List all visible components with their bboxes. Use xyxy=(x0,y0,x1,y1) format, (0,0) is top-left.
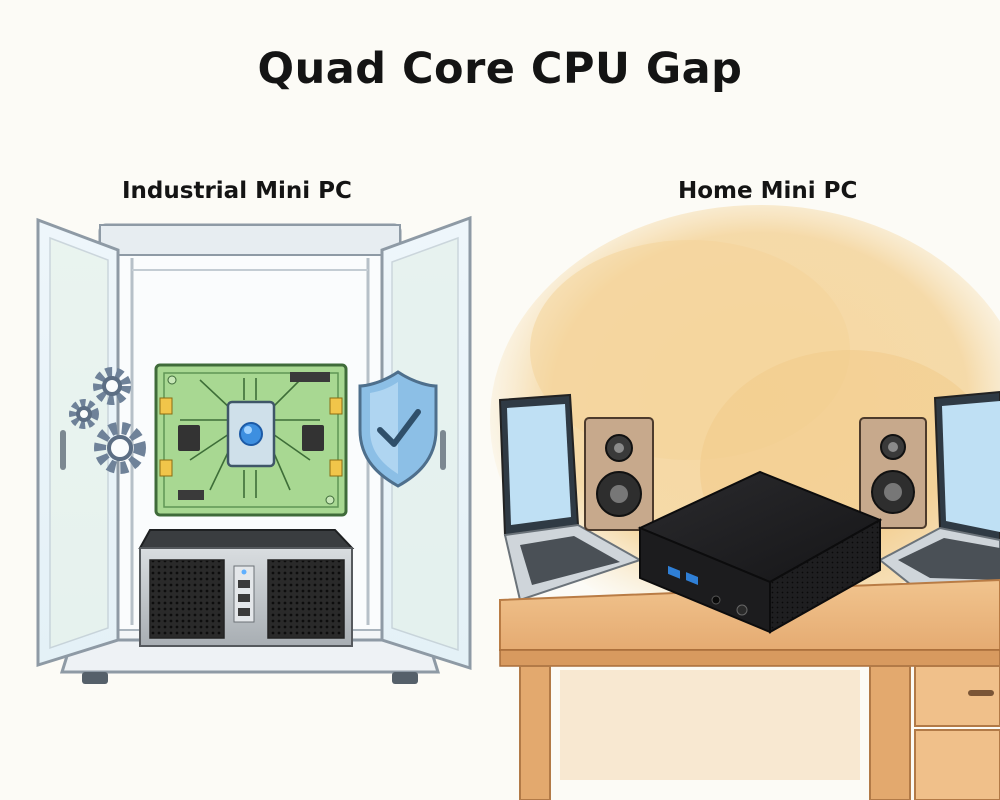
gear-icon xyxy=(69,367,146,474)
shield-check-icon xyxy=(358,370,438,488)
industrial-mini-pc-label: Industrial Mini PC xyxy=(122,178,352,204)
speaker-icon xyxy=(859,417,927,529)
circuit-board-icon xyxy=(154,363,348,517)
speaker-icon xyxy=(584,417,654,531)
home-mini-pc-label: Home Mini PC xyxy=(678,178,858,204)
page-title: Quad Core CPU Gap xyxy=(257,44,743,94)
mini-pc-icon xyxy=(637,470,883,634)
laptop-icon xyxy=(498,393,643,602)
industrial-mini-pc xyxy=(138,529,355,647)
